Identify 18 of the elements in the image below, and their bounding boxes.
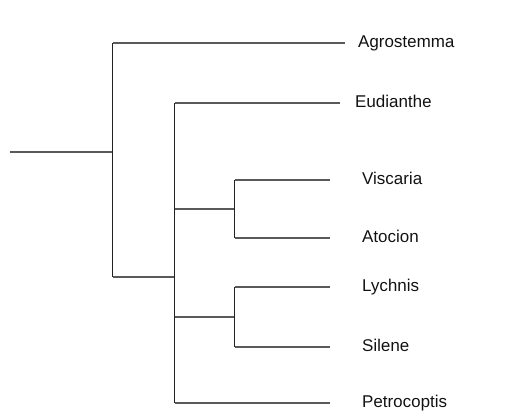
taxon-label: Agrostemma (358, 32, 454, 52)
branch-line (175, 208, 235, 210)
branch-line (113, 276, 175, 278)
branch-line (235, 286, 330, 288)
taxon-label: Petrocoptis (362, 392, 448, 412)
branch-line (175, 316, 235, 318)
branch-line (235, 179, 330, 181)
taxon-label: Viscaria (362, 169, 422, 189)
taxon-label: Atocion (362, 227, 419, 247)
taxon-label: Eudianthe (355, 92, 432, 112)
taxon-label: Lychnis (362, 276, 420, 296)
branch-line (175, 402, 330, 404)
branch-line (235, 237, 330, 239)
taxon-label: Silene (362, 336, 410, 356)
branch-line (10, 151, 113, 153)
branch-line (113, 42, 345, 44)
branch-line (235, 346, 330, 348)
branch-line (175, 102, 340, 104)
